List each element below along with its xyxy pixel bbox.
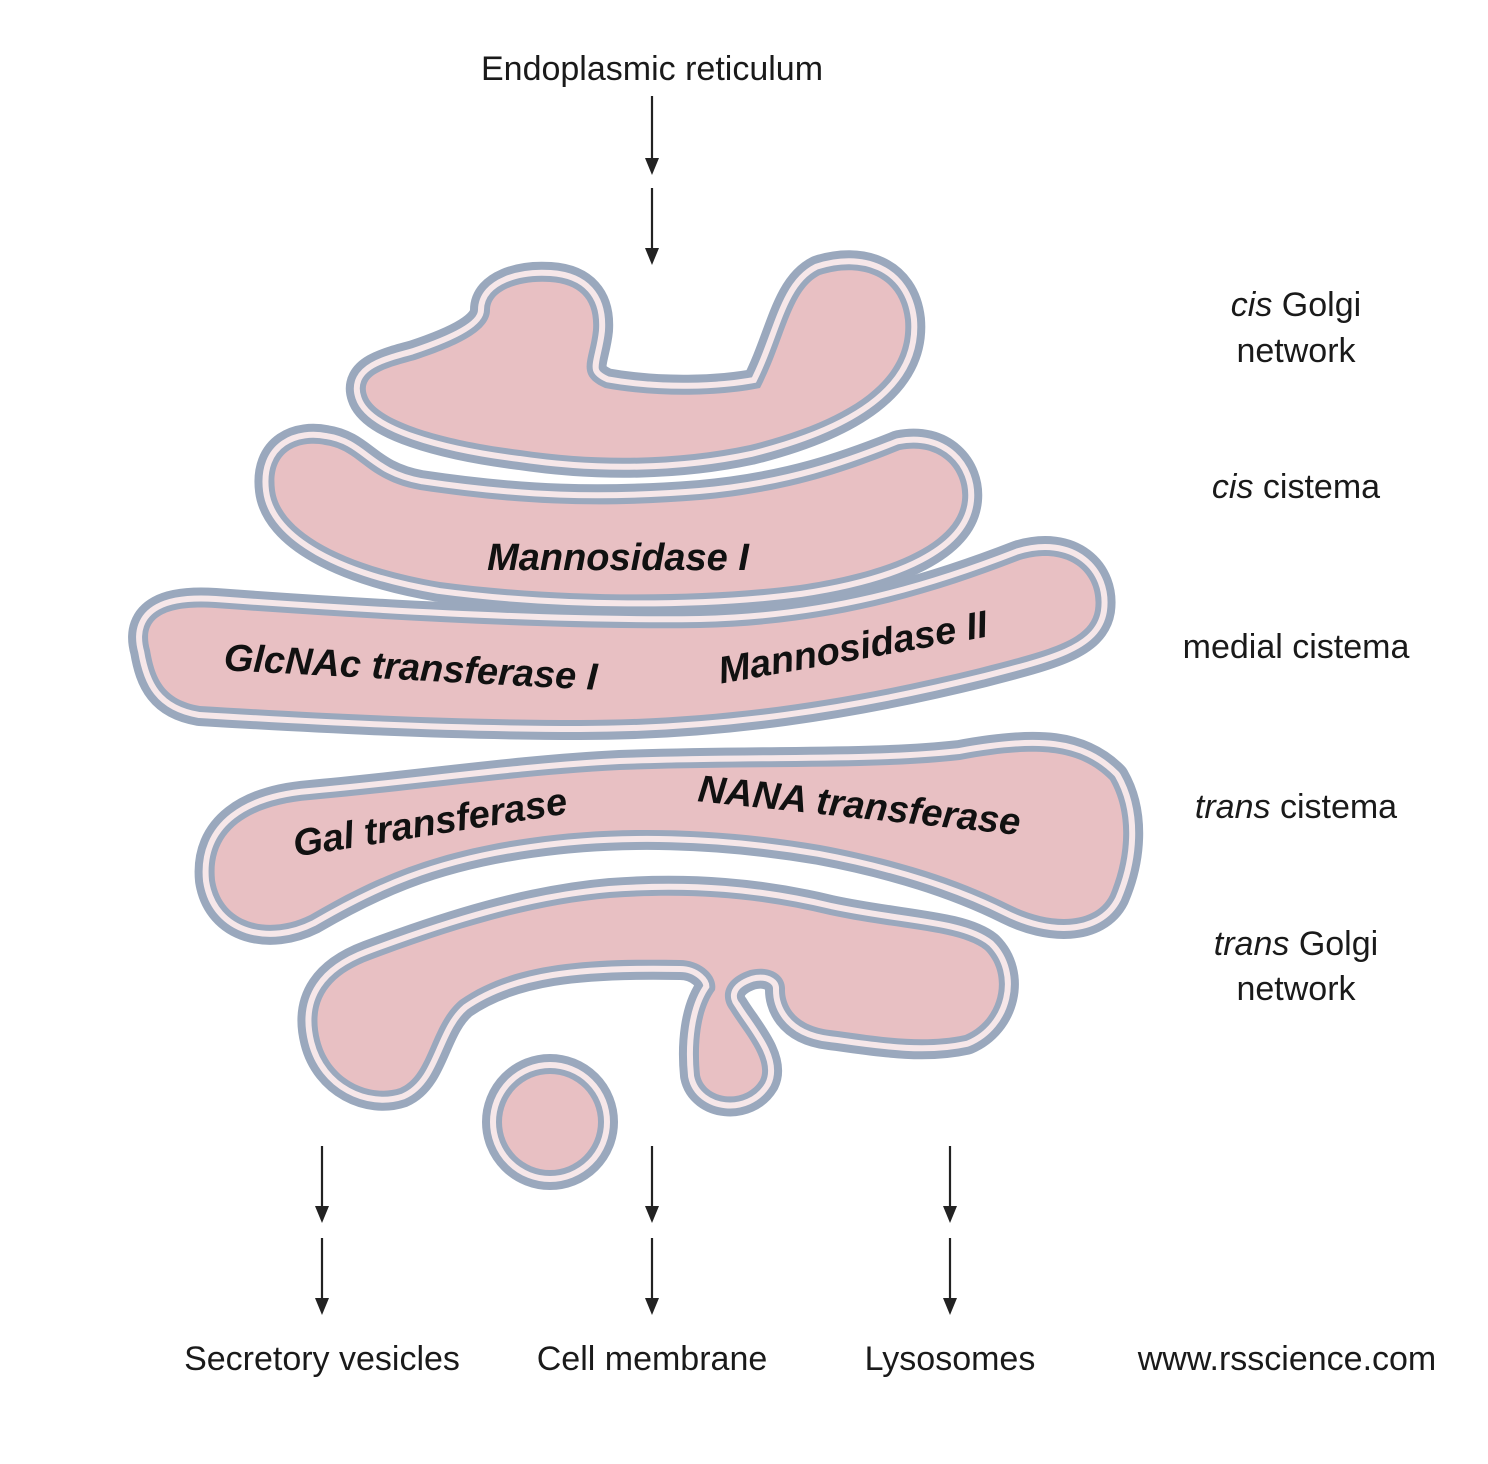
arrow-secretory-lower-head	[315, 1298, 329, 1315]
destination-arrows	[315, 1146, 957, 1315]
arrow-secretory-upper-head	[315, 1206, 329, 1223]
arrow-membrane-lower-head	[645, 1298, 659, 1315]
er-arrow-lower-head	[645, 248, 659, 265]
level-cis-golgi-line1: cis Golgi	[1231, 286, 1361, 324]
level-trans-golgi-line2: network	[1236, 970, 1356, 1008]
source-label: Endoplasmic reticulum	[481, 50, 823, 88]
level-cis-golgi-line2: network	[1236, 332, 1356, 370]
er-arrow-upper-head	[645, 158, 659, 175]
vesicle-shape	[482, 1054, 618, 1190]
level-cis-cistema: cis cistema	[1212, 468, 1380, 506]
cis-golgi-network-shape	[366, 270, 905, 458]
destination-cell-membrane: Cell membrane	[537, 1340, 768, 1378]
arrow-lysosome-lower-head	[943, 1298, 957, 1315]
level-trans-golgi-line1: trans Golgi	[1214, 925, 1378, 963]
enzyme-mannosidase-1: Mannosidase I	[487, 537, 750, 579]
arrow-lysosome-upper-head	[943, 1206, 957, 1223]
website-credit: www.rsscience.com	[1137, 1340, 1437, 1378]
er-arrows	[645, 96, 659, 265]
destination-secretory-vesicles: Secretory vesicles	[184, 1340, 460, 1378]
level-trans-cistema: trans cistema	[1195, 788, 1397, 826]
level-medial-cistema: medial cistema	[1183, 628, 1410, 666]
arrow-membrane-upper-head	[645, 1206, 659, 1223]
destination-lysosomes: Lysosomes	[865, 1340, 1036, 1378]
trans-golgi-network-shape	[317, 896, 998, 1097]
